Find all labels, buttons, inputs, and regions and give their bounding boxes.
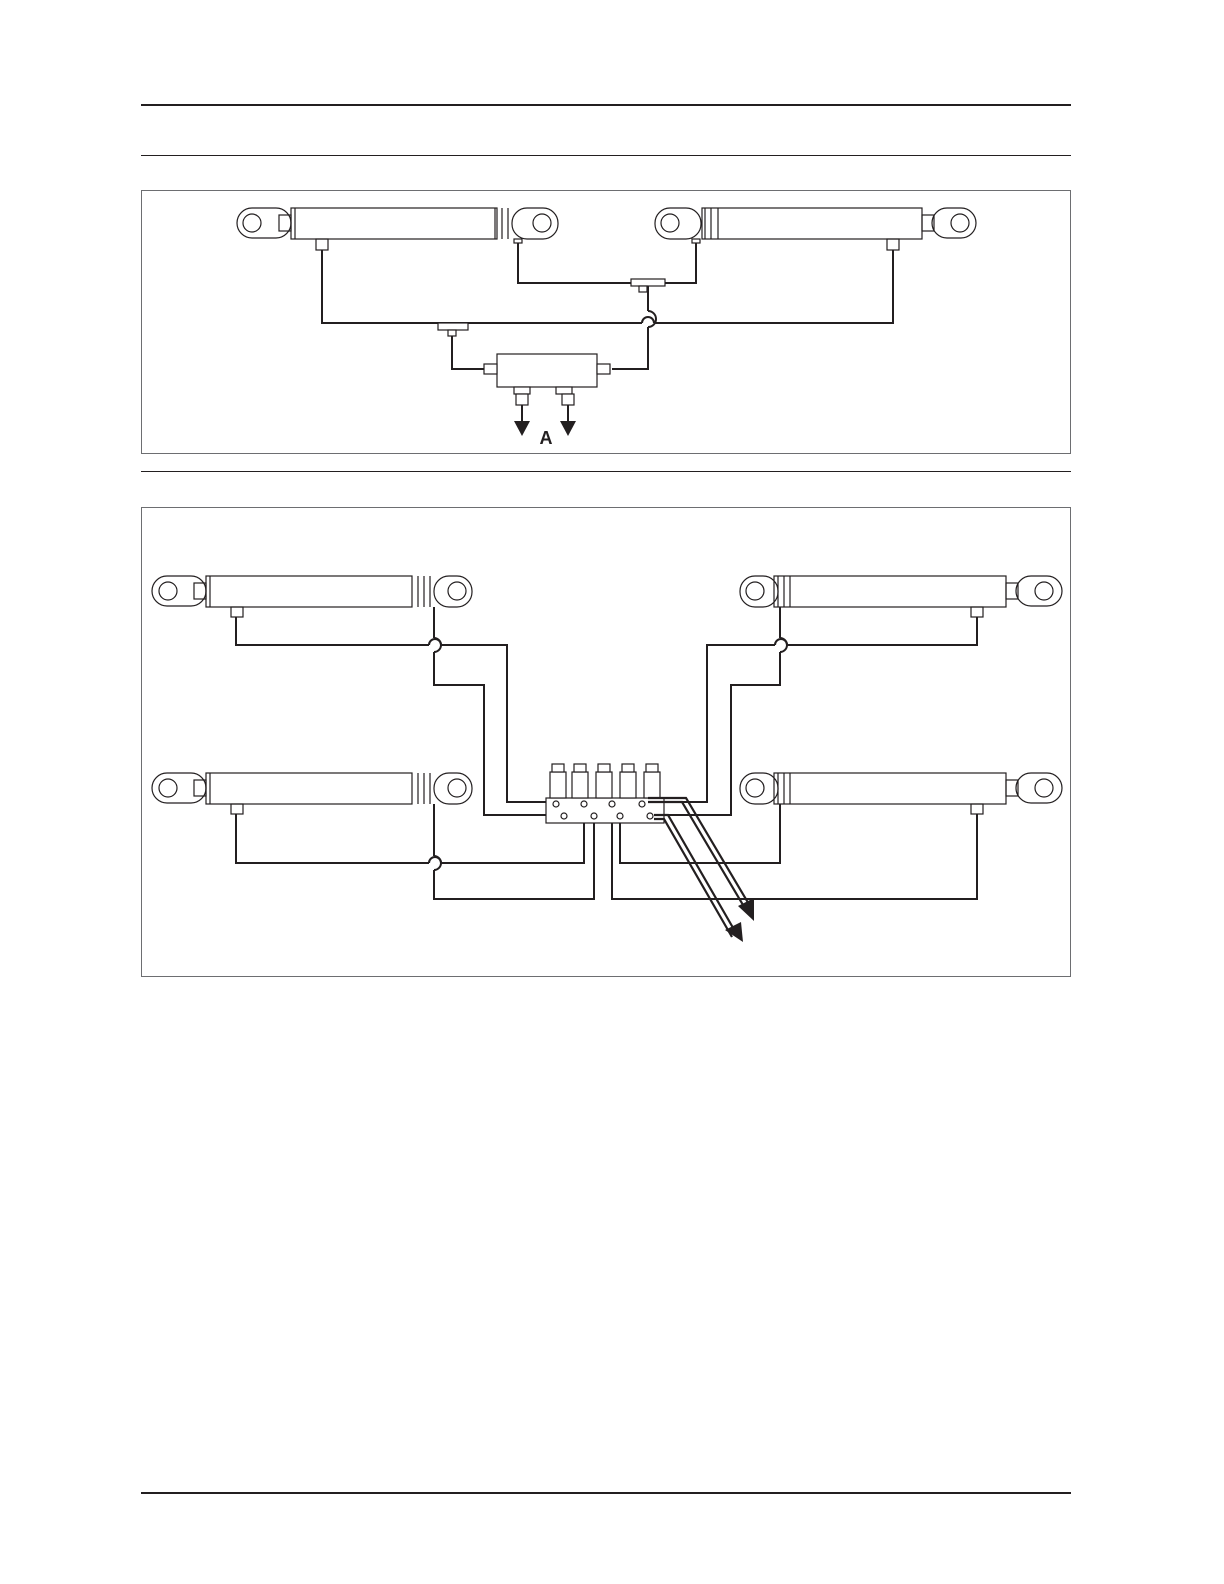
hose-valve-right <box>612 327 648 369</box>
flow-arrow-return <box>725 922 743 942</box>
hydraulic-diagram-four-cylinder <box>142 508 1072 978</box>
hose-rod-ends <box>518 243 696 283</box>
flow-arrow-return <box>560 421 576 436</box>
hydraulic-cylinder-lower-left <box>152 773 472 814</box>
hydraulic-cylinder-lower-right <box>740 773 1062 814</box>
diagram-panel-four-cylinder <box>141 507 1071 977</box>
hydraulic-cylinder-left <box>237 208 558 250</box>
flow-arrow-supply <box>514 421 530 436</box>
hydraulic-cylinder-right <box>655 208 976 250</box>
header-rule-top <box>141 104 1071 106</box>
hydraulic-cylinder-upper-left <box>152 576 472 617</box>
hose-right-cap <box>654 250 893 323</box>
return-port <box>562 394 574 405</box>
section-divider <box>141 471 1071 472</box>
hydraulic-diagram-two-cylinder: A <box>142 191 1072 455</box>
supply-port <box>516 394 528 405</box>
tee-fitting-lower <box>438 323 468 330</box>
hose-left-cap <box>322 250 642 323</box>
distribution-manifold <box>546 764 664 823</box>
header-rule-bottom <box>141 155 1071 156</box>
hose-crossover <box>642 317 654 323</box>
footer-rule <box>141 1492 1071 1494</box>
callout-label: A <box>540 428 553 448</box>
hydraulic-cylinder-upper-right <box>740 576 1062 617</box>
diagram-panel-two-cylinder: A <box>141 190 1071 454</box>
tee-fitting-upper <box>631 279 665 286</box>
valve-block <box>497 354 597 387</box>
